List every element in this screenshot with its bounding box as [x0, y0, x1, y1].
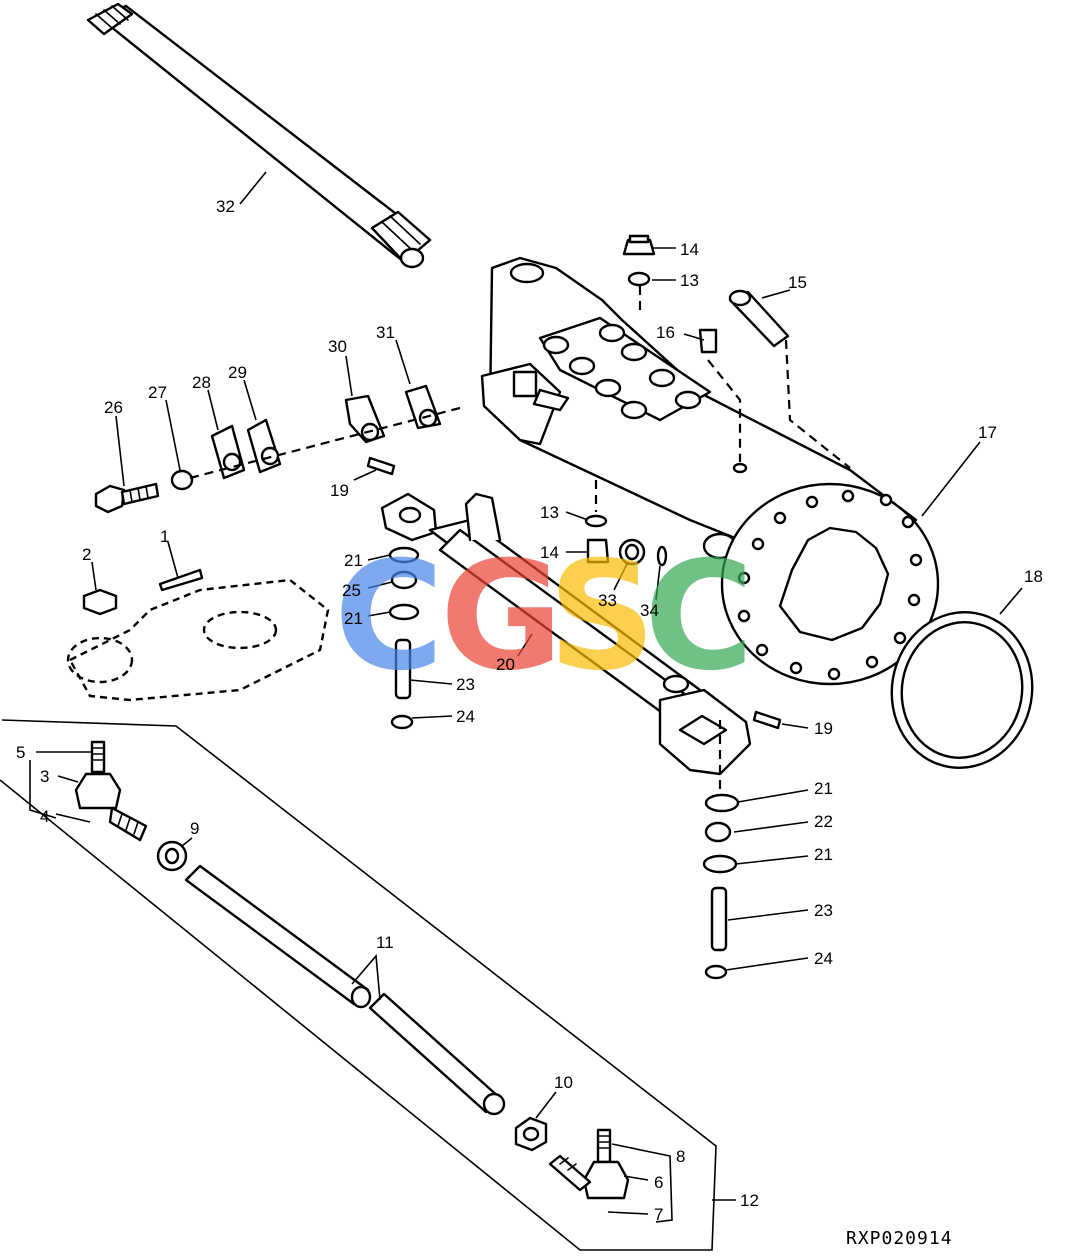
callout-18: 18: [1024, 567, 1043, 586]
callout-24: 24: [814, 949, 833, 968]
nut: [514, 1116, 548, 1152]
callout-21: 21: [344, 551, 363, 570]
callout-20: 20: [496, 655, 515, 674]
top-fittings: [622, 234, 851, 474]
callout-30: 30: [328, 337, 347, 356]
seal-ring: [890, 611, 1034, 769]
callout-2: 2: [82, 545, 91, 564]
callout-12: 12: [740, 1191, 759, 1210]
watermark: C G S C: [334, 530, 754, 704]
axle-housing: [480, 256, 940, 686]
callout-17: 17: [978, 423, 997, 442]
callout-31: 31: [376, 323, 395, 342]
callout-23: 23: [456, 675, 475, 694]
right-pin-stack: [702, 720, 740, 980]
leader-lines: [29, 171, 1023, 1223]
callout-26: 26: [104, 398, 123, 417]
callout-1: 1: [160, 527, 169, 546]
cotter-and-nut: [82, 568, 204, 616]
callout-5: 5: [16, 743, 25, 762]
left-ball-joint: [74, 740, 148, 842]
callout-25: 25: [342, 581, 361, 600]
callout-28: 28: [192, 373, 211, 392]
callout-27: 27: [148, 383, 167, 402]
callout-24: 24: [456, 707, 475, 726]
callout-33: 33: [598, 591, 617, 610]
watermark-letter: C: [334, 530, 444, 704]
watermark-letter: C: [644, 530, 754, 704]
callout-22: 22: [814, 812, 833, 831]
callout-29: 29: [228, 363, 247, 382]
callout-15: 15: [788, 273, 807, 292]
callout-8: 8: [676, 1147, 685, 1166]
callout-14: 14: [540, 543, 559, 562]
callout-13: 13: [680, 271, 699, 290]
callout-14: 14: [680, 240, 699, 259]
callout-34: 34: [640, 601, 659, 620]
callout-labels: 1 2 3 4 5 6 7 8 9 10 11 12 13 13 14 14 1…: [16, 197, 1043, 1224]
callout-19: 19: [330, 481, 349, 500]
reference-code: RXP020914: [846, 1228, 953, 1249]
callout-10: 10: [554, 1073, 573, 1092]
callout-3: 3: [40, 767, 49, 786]
tie-rod-outline: [0, 719, 717, 1251]
callout-32: 32: [216, 197, 235, 216]
callout-16: 16: [656, 323, 675, 342]
tie-rods: [184, 864, 506, 1116]
right-ball-joint: [548, 1128, 630, 1200]
left-pin-stack: [388, 546, 420, 730]
callout-9: 9: [190, 819, 199, 838]
centre-fittings: [584, 480, 668, 567]
ghost-bracket: [66, 578, 330, 702]
callout-7: 7: [654, 1205, 663, 1224]
callout-21: 21: [814, 845, 833, 864]
callout-19: 19: [814, 719, 833, 738]
bracket-row: [94, 384, 461, 514]
callout-13: 13: [540, 503, 559, 522]
callout-11: 11: [376, 933, 394, 952]
flange-holes: [737, 489, 923, 681]
callout-21: 21: [814, 779, 833, 798]
callout-4: 4: [40, 807, 49, 826]
bolt-heads: [542, 323, 702, 420]
callout-21: 21: [344, 609, 363, 628]
watermark-letter: S: [548, 530, 656, 704]
clamp: [156, 840, 188, 872]
steering-arm: [380, 492, 752, 776]
watermark-letter: G: [440, 530, 563, 704]
pins-19: [752, 710, 782, 730]
spline-shaft: [86, 2, 432, 269]
callout-23: 23: [814, 901, 833, 920]
callout-6: 6: [654, 1173, 663, 1192]
